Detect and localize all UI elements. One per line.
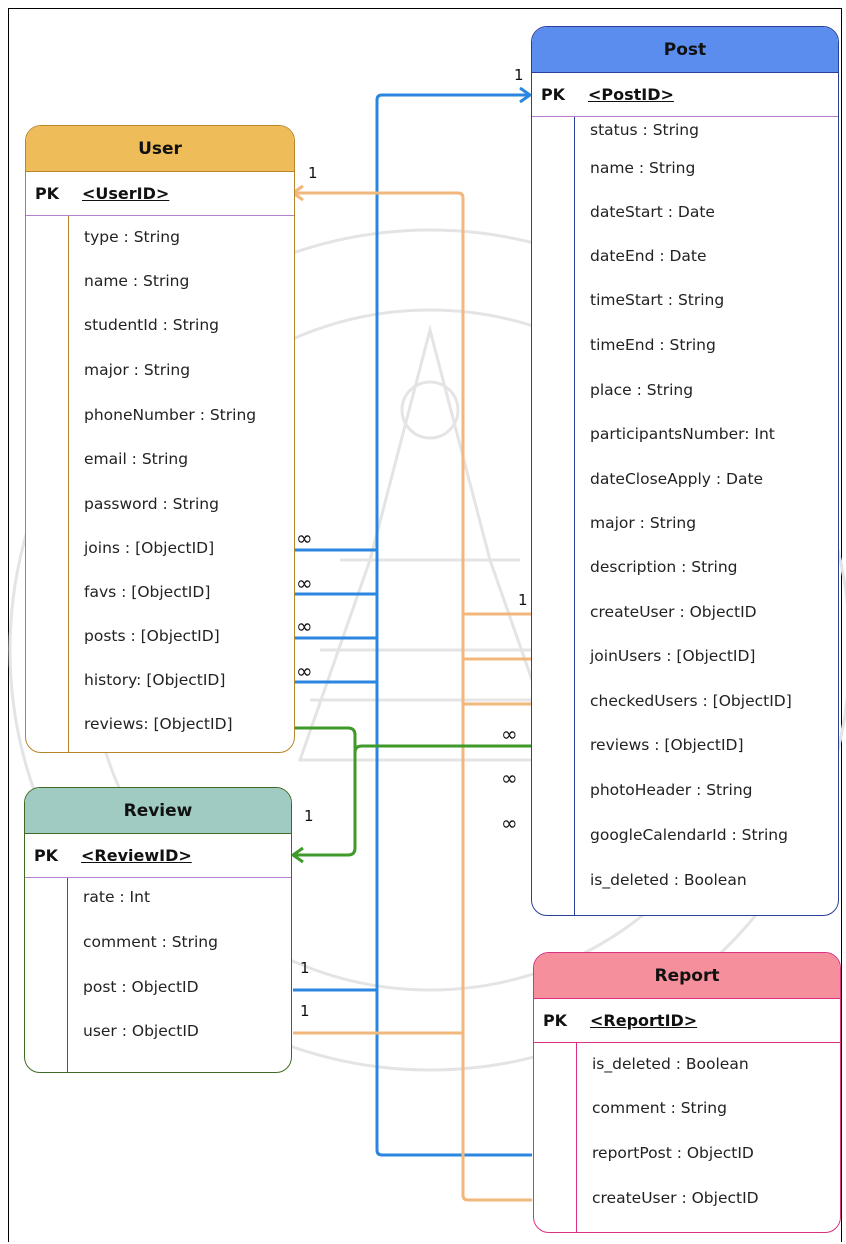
rel-orange-main: [293, 191, 532, 1202]
attr-user-history: history: [ObjectID]: [84, 671, 226, 689]
attr-post-participants: participantsNumber: Int: [590, 425, 775, 443]
entity-review-body: rate : Int comment : String post : Objec…: [25, 878, 291, 1072]
attr-post-dateend: dateEnd : Date: [590, 247, 707, 265]
entity-post-pk-row: PK <PostID>: [532, 73, 838, 117]
attr-user-joins: joins : [ObjectID]: [84, 539, 215, 557]
attr-user-name: name : String: [84, 272, 190, 290]
rel-blue-main: [375, 93, 530, 1150]
rel-blue-report: [375, 1149, 532, 1157]
entity-review-header: Review: [25, 788, 291, 834]
attr-post-major: major : String: [590, 514, 697, 532]
entity-user-body: type : String name : String studentId : …: [26, 216, 294, 752]
entity-post[interactable]: Post PK <PostID> status : String name : …: [531, 26, 839, 916]
attr-review-rate: rate : Int: [83, 888, 151, 906]
attr-review-user: user : ObjectID: [83, 1022, 199, 1040]
attr-post-datecloseapply: dateCloseApply : Date: [590, 470, 764, 488]
attr-user-type: type : String: [84, 228, 180, 246]
entity-review[interactable]: Review PK <ReviewID> rate : Int comment …: [24, 787, 292, 1073]
attr-post-timestart: timeStart : String: [590, 291, 725, 309]
attr-report-isdeleted: is_deleted : Boolean: [592, 1055, 749, 1073]
entity-post-header: Post: [532, 27, 838, 73]
attr-user-email: email : String: [84, 450, 189, 468]
card-review-user-one: 1: [300, 1002, 310, 1020]
attr-report-reportpost: reportPost : ObjectID: [592, 1144, 754, 1162]
crow-review: [290, 846, 304, 864]
card-createuser-one: 1: [518, 591, 528, 609]
attr-post-createuser: createUser : ObjectID: [590, 603, 757, 621]
card-joins-many: ∞: [296, 526, 313, 550]
attr-post-googlecalendarid: googleCalendarId : String: [590, 826, 788, 844]
attr-post-place: place : String: [590, 381, 694, 399]
attr-post-datestart: dateStart : Date: [590, 203, 715, 221]
entity-post-body: status : String name : String dateStart …: [532, 117, 838, 915]
pk-label: PK: [540, 85, 566, 104]
pk-label: PK: [542, 1011, 568, 1030]
card-posts-many: ∞: [296, 614, 313, 638]
entity-report-pk-row: PK <ReportID>: [534, 999, 840, 1043]
attr-review-comment: comment : String: [83, 933, 218, 951]
card-review-one: 1: [304, 807, 314, 825]
entity-user-title: User: [138, 138, 182, 159]
pk-label: PK: [33, 846, 59, 865]
attr-user-posts: posts : [ObjectID]: [84, 627, 220, 645]
rel-green-post: [353, 744, 532, 753]
attr-post-joinusers: joinUsers : [ObjectID]: [590, 647, 756, 665]
entity-user-header: User: [26, 126, 294, 172]
entity-review-title: Review: [123, 800, 193, 821]
entity-user-pk: <UserID>: [82, 184, 170, 203]
attr-post-status: status : String: [590, 121, 699, 139]
rel-green-user: [293, 726, 357, 857]
card-checkedusers-many: ∞: [501, 811, 518, 835]
attr-user-phone: phoneNumber : String: [84, 406, 257, 424]
entity-report[interactable]: Report PK <ReportID> is_deleted : Boolea…: [533, 952, 841, 1233]
entity-report-header: Report: [534, 953, 840, 999]
card-post-one: 1: [514, 66, 524, 84]
attr-report-comment: comment : String: [592, 1099, 727, 1117]
attr-post-name: name : String: [590, 159, 696, 177]
entity-review-pk-row: PK <ReviewID>: [25, 834, 291, 878]
entity-report-pk: <ReportID>: [590, 1011, 698, 1030]
attr-post-isdeleted: is_deleted : Boolean: [590, 871, 747, 889]
entity-report-title: Report: [654, 965, 720, 986]
card-post-reviews-many: ∞: [501, 722, 518, 746]
attr-report-createuser: createUser : ObjectID: [592, 1189, 759, 1207]
entity-user[interactable]: User PK <UserID> type : String name : St…: [25, 125, 295, 753]
attr-user-major: major : String: [84, 361, 191, 379]
card-user-one: 1: [308, 164, 318, 182]
entity-post-pk: <PostID>: [588, 85, 674, 104]
crow-post: [519, 86, 533, 104]
entity-post-title: Post: [663, 39, 707, 60]
attr-user-favs: favs : [ObjectID]: [84, 583, 211, 601]
card-favs-many: ∞: [296, 571, 313, 595]
entity-review-pk: <ReviewID>: [81, 846, 192, 865]
attr-user-password: password : String: [84, 495, 219, 513]
attr-post-checkedusers: checkedUsers : [ObjectID]: [590, 692, 792, 710]
attr-post-timeend: timeEnd : String: [590, 336, 716, 354]
attr-review-post: post : ObjectID: [83, 978, 199, 996]
attr-post-reviews: reviews : [ObjectID]: [590, 736, 744, 754]
entity-report-body: is_deleted : Boolean comment : String re…: [534, 1043, 840, 1232]
pk-label: PK: [34, 184, 60, 203]
card-joinusers-many: ∞: [501, 766, 518, 790]
attr-post-description: description : String: [590, 558, 738, 576]
attr-post-photoheader: photoHeader : String: [590, 781, 753, 799]
attr-user-studentid: studentId : String: [84, 316, 219, 334]
attr-user-reviews: reviews: [ObjectID]: [84, 715, 233, 733]
card-review-post-one: 1: [300, 959, 310, 977]
entity-user-pk-row: PK <UserID>: [26, 172, 294, 216]
card-history-many: ∞: [296, 659, 313, 683]
